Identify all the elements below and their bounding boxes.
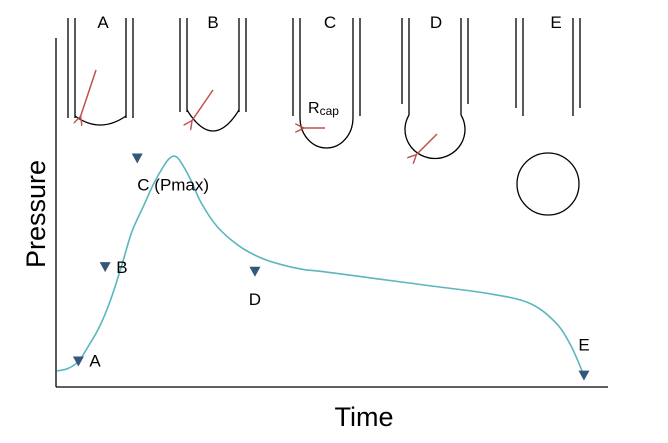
rcap-annotation: Rcap <box>308 100 339 118</box>
hemisphere-bubble <box>299 117 354 149</box>
capillary-walls <box>67 18 134 118</box>
stage-d: D <box>401 13 469 160</box>
stage-marker <box>99 262 111 273</box>
stage-marker <box>72 356 84 367</box>
capillary-walls <box>401 18 469 115</box>
stage-c: Rcap C <box>292 13 361 149</box>
marker-label: D <box>249 290 261 309</box>
radius-arrow <box>191 89 214 122</box>
plot-area: A B C (Pmax) D E <box>56 153 590 381</box>
radius-arrow <box>80 69 97 118</box>
capillary-walls <box>179 18 247 112</box>
stage-label: D <box>430 13 442 32</box>
stage-label: A <box>97 13 109 32</box>
meniscus <box>74 115 127 126</box>
meniscus <box>186 109 240 132</box>
axes: Time Pressure <box>21 38 608 432</box>
marker-label: A <box>89 352 101 371</box>
marker-label: B <box>116 258 127 277</box>
stage-label: E <box>550 13 561 32</box>
capillary-walls <box>292 18 361 118</box>
stage-a: A <box>67 13 134 126</box>
stage-marker <box>578 370 590 381</box>
stage-marker <box>249 266 261 277</box>
growing-bubble <box>404 114 466 160</box>
stage-label: C <box>324 13 336 32</box>
radius-arrow <box>415 133 438 156</box>
capillary-walls <box>515 18 581 116</box>
marker-label: C (Pmax) <box>137 176 209 195</box>
stage-label: B <box>207 13 218 32</box>
pressure-series-line <box>56 155 585 376</box>
detached-bubble <box>516 152 580 216</box>
stage-e: E <box>515 13 581 216</box>
stage-b: B <box>179 13 247 132</box>
y-axis-label: Pressure <box>21 160 51 268</box>
capillary-stages: A B Rcap C D E <box>67 13 581 216</box>
marker-label: E <box>578 336 589 355</box>
stage-marker <box>131 153 143 164</box>
x-axis-label: Time <box>335 402 394 432</box>
